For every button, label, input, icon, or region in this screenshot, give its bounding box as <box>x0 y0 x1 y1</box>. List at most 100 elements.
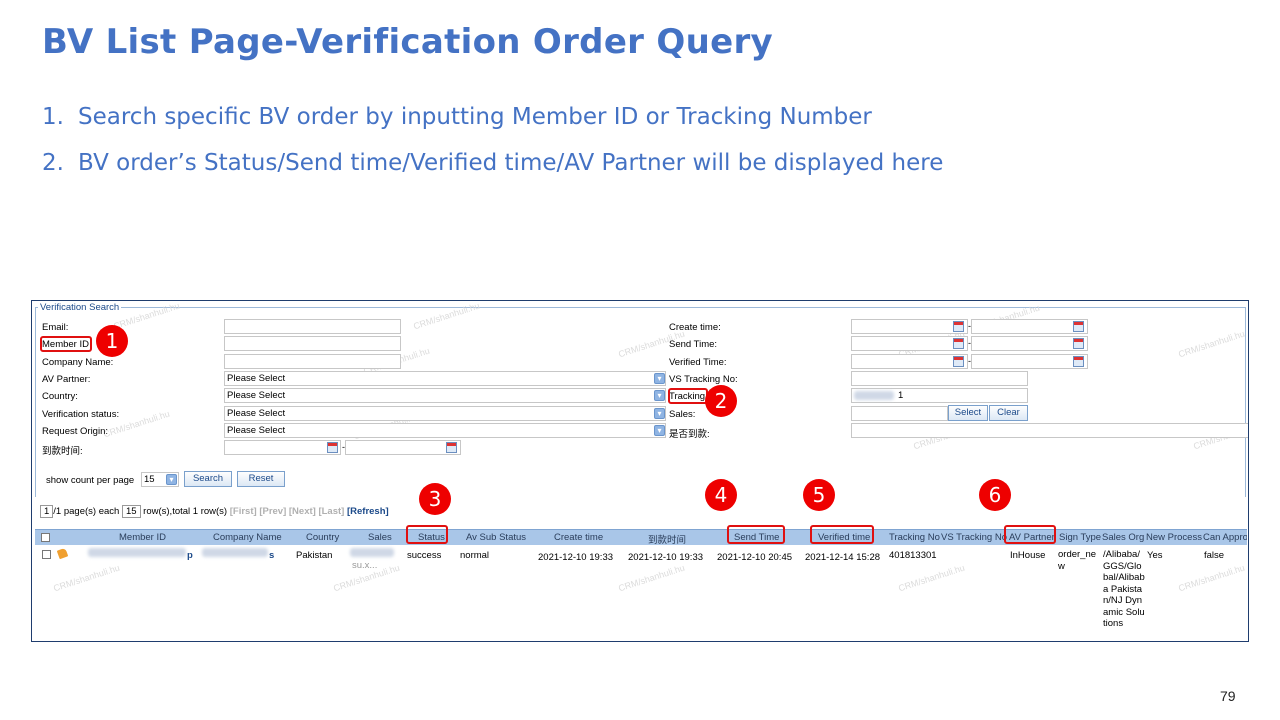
bullet-item: 1.Search specific BV order by inputting … <box>42 104 943 130</box>
new-process-cell: Yes <box>1147 550 1163 561</box>
arrival-time-cell: 2021-12-10 19:33 <box>628 552 704 563</box>
page-input[interactable]: 1 <box>40 505 54 518</box>
column-header-arrival-time[interactable]: 到款时间 <box>648 535 687 546</box>
calendar-icon[interactable] <box>953 356 964 367</box>
bullet-item: 2.BV order’s Status/Send time/Verified t… <box>42 150 943 176</box>
chevron-down-icon[interactable]: ▾ <box>654 425 665 436</box>
sales-cell: su.x... <box>352 560 378 571</box>
create-time-label: Create time: <box>669 322 721 333</box>
calendar-icon[interactable] <box>953 321 964 332</box>
calendar-icon[interactable] <box>327 442 338 453</box>
column-header-member-id[interactable]: Member ID <box>119 532 166 543</box>
column-header-sign-type[interactable]: Sign Type <box>1059 532 1102 543</box>
search-button[interactable]: Search <box>184 471 232 487</box>
company-name-label: Company Name: <box>42 357 114 368</box>
sales-input[interactable] <box>851 406 948 421</box>
pager-text: row(s),total 1 row(s) <box>143 506 228 517</box>
chevron-down-icon[interactable]: ▾ <box>166 474 177 485</box>
arrival-time-start-input[interactable] <box>224 440 341 455</box>
watermark: CRM/shanhuli.hu <box>897 562 966 594</box>
redacted-member-id <box>88 548 186 557</box>
select-all-checkbox[interactable] <box>41 533 50 542</box>
status-cell: success <box>407 550 442 561</box>
calendar-icon[interactable] <box>446 442 457 453</box>
column-header-status[interactable]: Status <box>418 532 445 543</box>
verification-status-select[interactable]: Please Select <box>224 406 666 421</box>
calendar-icon[interactable] <box>1073 338 1084 349</box>
select-button[interactable]: Select <box>948 405 988 421</box>
column-header-av-partner[interactable]: AV Partner <box>1009 532 1055 543</box>
column-header-vs-tracking[interactable]: VS Tracking No <box>941 532 1007 543</box>
column-header-sales-org[interactable]: Sales Org <box>1102 532 1145 543</box>
av-partner-select[interactable]: Please Select <box>224 371 666 386</box>
is-paid-input[interactable] <box>851 423 1248 438</box>
arrival-time-label: 到款时间: <box>42 446 83 457</box>
calendar-icon[interactable] <box>1073 356 1084 367</box>
send-time-cell: 2021-12-10 20:45 <box>717 552 793 563</box>
send-time-start-input[interactable] <box>851 336 968 351</box>
next-page-link[interactable]: [Next] <box>288 506 316 517</box>
country-label: Country: <box>42 391 78 402</box>
show-count-label: show count per page <box>46 475 135 486</box>
column-header-tracking-no[interactable]: Tracking No <box>889 532 940 543</box>
create-time-end-input[interactable] <box>971 319 1088 334</box>
highlight-av-partner <box>1004 525 1056 544</box>
column-header-sales[interactable]: Sales <box>368 532 392 543</box>
verified-time-end-input[interactable] <box>971 354 1088 369</box>
calendar-icon[interactable] <box>1073 321 1084 332</box>
highlight-member-id <box>40 336 92 352</box>
tracking-input[interactable]: 1 <box>851 388 1028 403</box>
bullet-number: 2. <box>42 150 64 176</box>
prev-page-link[interactable]: [Prev] <box>259 506 287 517</box>
column-header-new-process[interactable]: New Process <box>1146 532 1202 543</box>
edit-icon[interactable] <box>56 547 69 560</box>
send-time-end-input[interactable] <box>971 336 1088 351</box>
chevron-down-icon[interactable]: ▾ <box>654 408 665 419</box>
member-id-cell[interactable]: p <box>187 550 193 561</box>
date-separator: - <box>968 338 971 348</box>
column-header-send-time[interactable]: Send Time <box>734 532 780 543</box>
column-header-create-time[interactable]: Create time <box>554 532 604 543</box>
vs-tracking-no-input[interactable] <box>851 371 1028 386</box>
last-page-link[interactable]: [Last] <box>318 506 345 517</box>
calendar-icon[interactable] <box>953 338 964 349</box>
chevron-down-icon[interactable]: ▾ <box>654 373 665 384</box>
verified-time-start-input[interactable] <box>851 354 968 369</box>
slide-title: BV List Page-Verification Order Query <box>42 22 773 62</box>
country-cell: Pakistan <box>296 550 333 561</box>
reset-button[interactable]: Reset <box>237 471 285 487</box>
is-paid-label: 是否到款: <box>669 429 710 440</box>
column-header-can-approve[interactable]: Can Approv <box>1203 532 1247 543</box>
chevron-down-icon[interactable]: ▾ <box>654 390 665 401</box>
date-separator: - <box>968 356 971 366</box>
first-page-link[interactable]: [First] <box>229 506 257 517</box>
country-select[interactable]: Please Select <box>224 388 666 403</box>
create-time-start-input[interactable] <box>851 319 968 334</box>
redacted-sales <box>350 548 394 557</box>
refresh-link[interactable]: [Refresh] <box>346 506 389 517</box>
member-id-input[interactable] <box>224 336 401 351</box>
arrival-time-end-input[interactable] <box>345 440 461 455</box>
company-name-cell[interactable]: s <box>269 550 275 561</box>
annotation-badge: 3 <box>419 483 451 515</box>
verified-time-cell: 2021-12-14 15:28 <box>805 552 881 563</box>
send-time-label: Send Time: <box>669 339 718 350</box>
request-origin-select[interactable]: Please Select <box>224 423 666 438</box>
column-header-company-name[interactable]: Company Name <box>213 532 282 543</box>
annotation-badge: 1 <box>96 325 128 357</box>
column-header-verified-time[interactable]: Verified time <box>818 532 871 543</box>
email-input[interactable] <box>224 319 401 334</box>
column-header-country[interactable]: Country <box>306 532 340 543</box>
watermark: CRM/shanhuli.hu <box>52 562 121 594</box>
request-origin-label: Request Origin: <box>42 426 109 437</box>
clear-button[interactable]: Clear <box>989 405 1028 421</box>
av-sub-status-cell: normal <box>460 550 490 561</box>
bullet-number: 1. <box>42 104 64 130</box>
column-header-av-sub-status[interactable]: Av Sub Status <box>466 532 527 543</box>
member-id-label: Member ID <box>42 339 89 350</box>
company-name-input[interactable] <box>224 354 401 369</box>
date-separator: - <box>342 442 345 452</box>
rows-per-page-input[interactable]: 15 <box>121 505 141 518</box>
row-checkbox[interactable] <box>42 550 51 559</box>
verification-search-screenshot: Verification Search CRM/shanhuli.hu CRM/… <box>31 300 1249 642</box>
